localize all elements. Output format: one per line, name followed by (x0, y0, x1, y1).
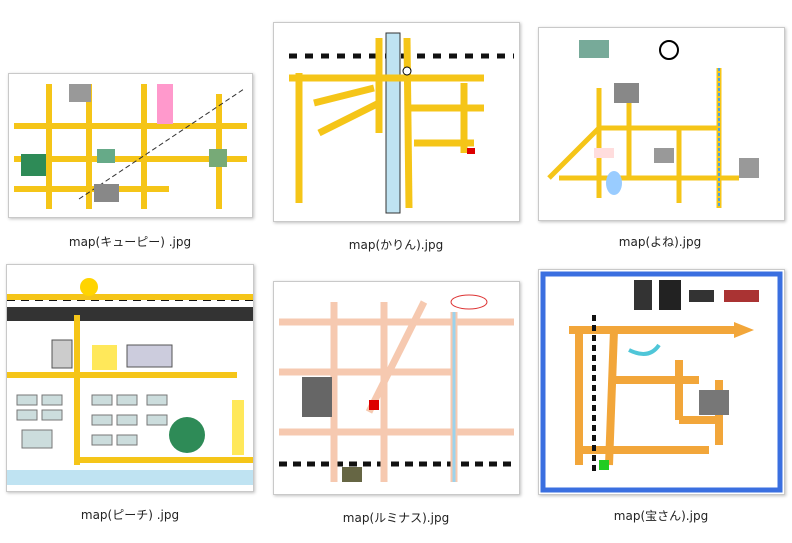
file-thumbnail-map-takara[interactable] (538, 269, 785, 495)
map-image (289, 32, 514, 214)
map-image (279, 294, 514, 482)
map-image (547, 40, 759, 208)
map-image (14, 84, 247, 209)
file-name-label[interactable]: map(キューピー) .jpg (68, 235, 192, 249)
file-name-label[interactable]: map(よね).jpg (618, 235, 702, 249)
file-name-label[interactable]: map(ピーチ) .jpg (80, 508, 180, 522)
file-name-label[interactable]: map(ルミナス).jpg (342, 511, 450, 525)
map-image (7, 278, 253, 485)
file-thumbnail-map-luminous[interactable] (273, 281, 520, 495)
file-name-label[interactable]: map(宝さん).jpg (613, 509, 709, 523)
map-image (540, 271, 783, 493)
file-thumbnail-map-yone[interactable] (538, 27, 785, 221)
file-thumbnail-map-peach[interactable] (6, 264, 254, 492)
file-name-label[interactable]: map(かりん).jpg (348, 238, 444, 252)
file-thumbnail-map-kewpie[interactable] (8, 73, 253, 218)
file-thumbnail-map-karin[interactable] (273, 22, 520, 222)
